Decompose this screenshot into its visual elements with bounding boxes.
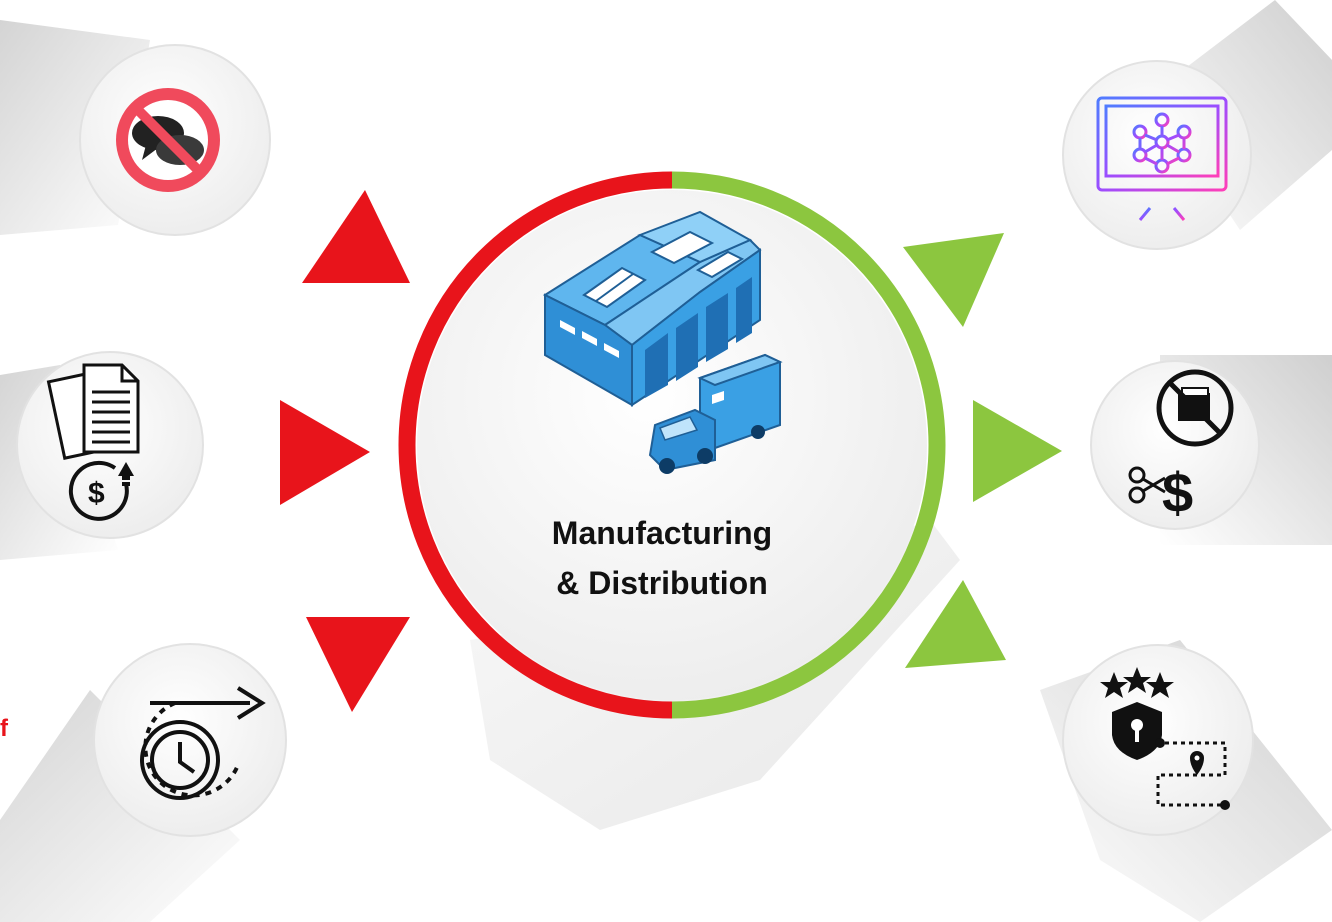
no-communication-icon <box>116 88 220 192</box>
no-paper-cost-cut-icon: $ <box>1128 369 1234 524</box>
left-item-fast-time <box>0 643 287 922</box>
green-arrow-bottom <box>905 580 1006 668</box>
right-item-cost-cut: $ <box>1090 355 1332 545</box>
red-arrow-top <box>302 190 410 283</box>
documents-rising-cost-icon: $ <box>46 363 140 521</box>
svg-text:$: $ <box>1162 461 1193 524</box>
right-item-security-tracking <box>1040 640 1332 922</box>
svg-text:$: $ <box>88 477 105 510</box>
network-monitor-icon <box>1096 96 1228 222</box>
icon-disc <box>1062 60 1252 250</box>
red-arrow-middle <box>280 400 370 505</box>
center-hub <box>398 171 960 830</box>
green-arrow-middle <box>973 400 1062 502</box>
clipped-edge-text: f <box>0 715 8 742</box>
icon-disc <box>93 643 287 837</box>
fast-time-icon <box>140 686 266 800</box>
warehouse-truck-icon <box>542 210 783 533</box>
right-item-network-monitor <box>1062 0 1332 250</box>
ring-left-red <box>398 171 673 719</box>
ring-right-green <box>671 171 946 719</box>
security-tracking-icon <box>1100 667 1230 810</box>
center-title-line1: Manufacturing <box>551 515 773 551</box>
center-title-line2: & Distribution <box>556 565 768 601</box>
left-item-no-communication <box>0 20 271 236</box>
red-arrow-bottom <box>306 617 410 712</box>
left-item-rising-cost: $ <box>0 351 204 560</box>
center-title: Manufacturing & Distribution <box>462 508 862 608</box>
green-arrow-top <box>903 233 1004 327</box>
icon-disc <box>1090 360 1260 530</box>
